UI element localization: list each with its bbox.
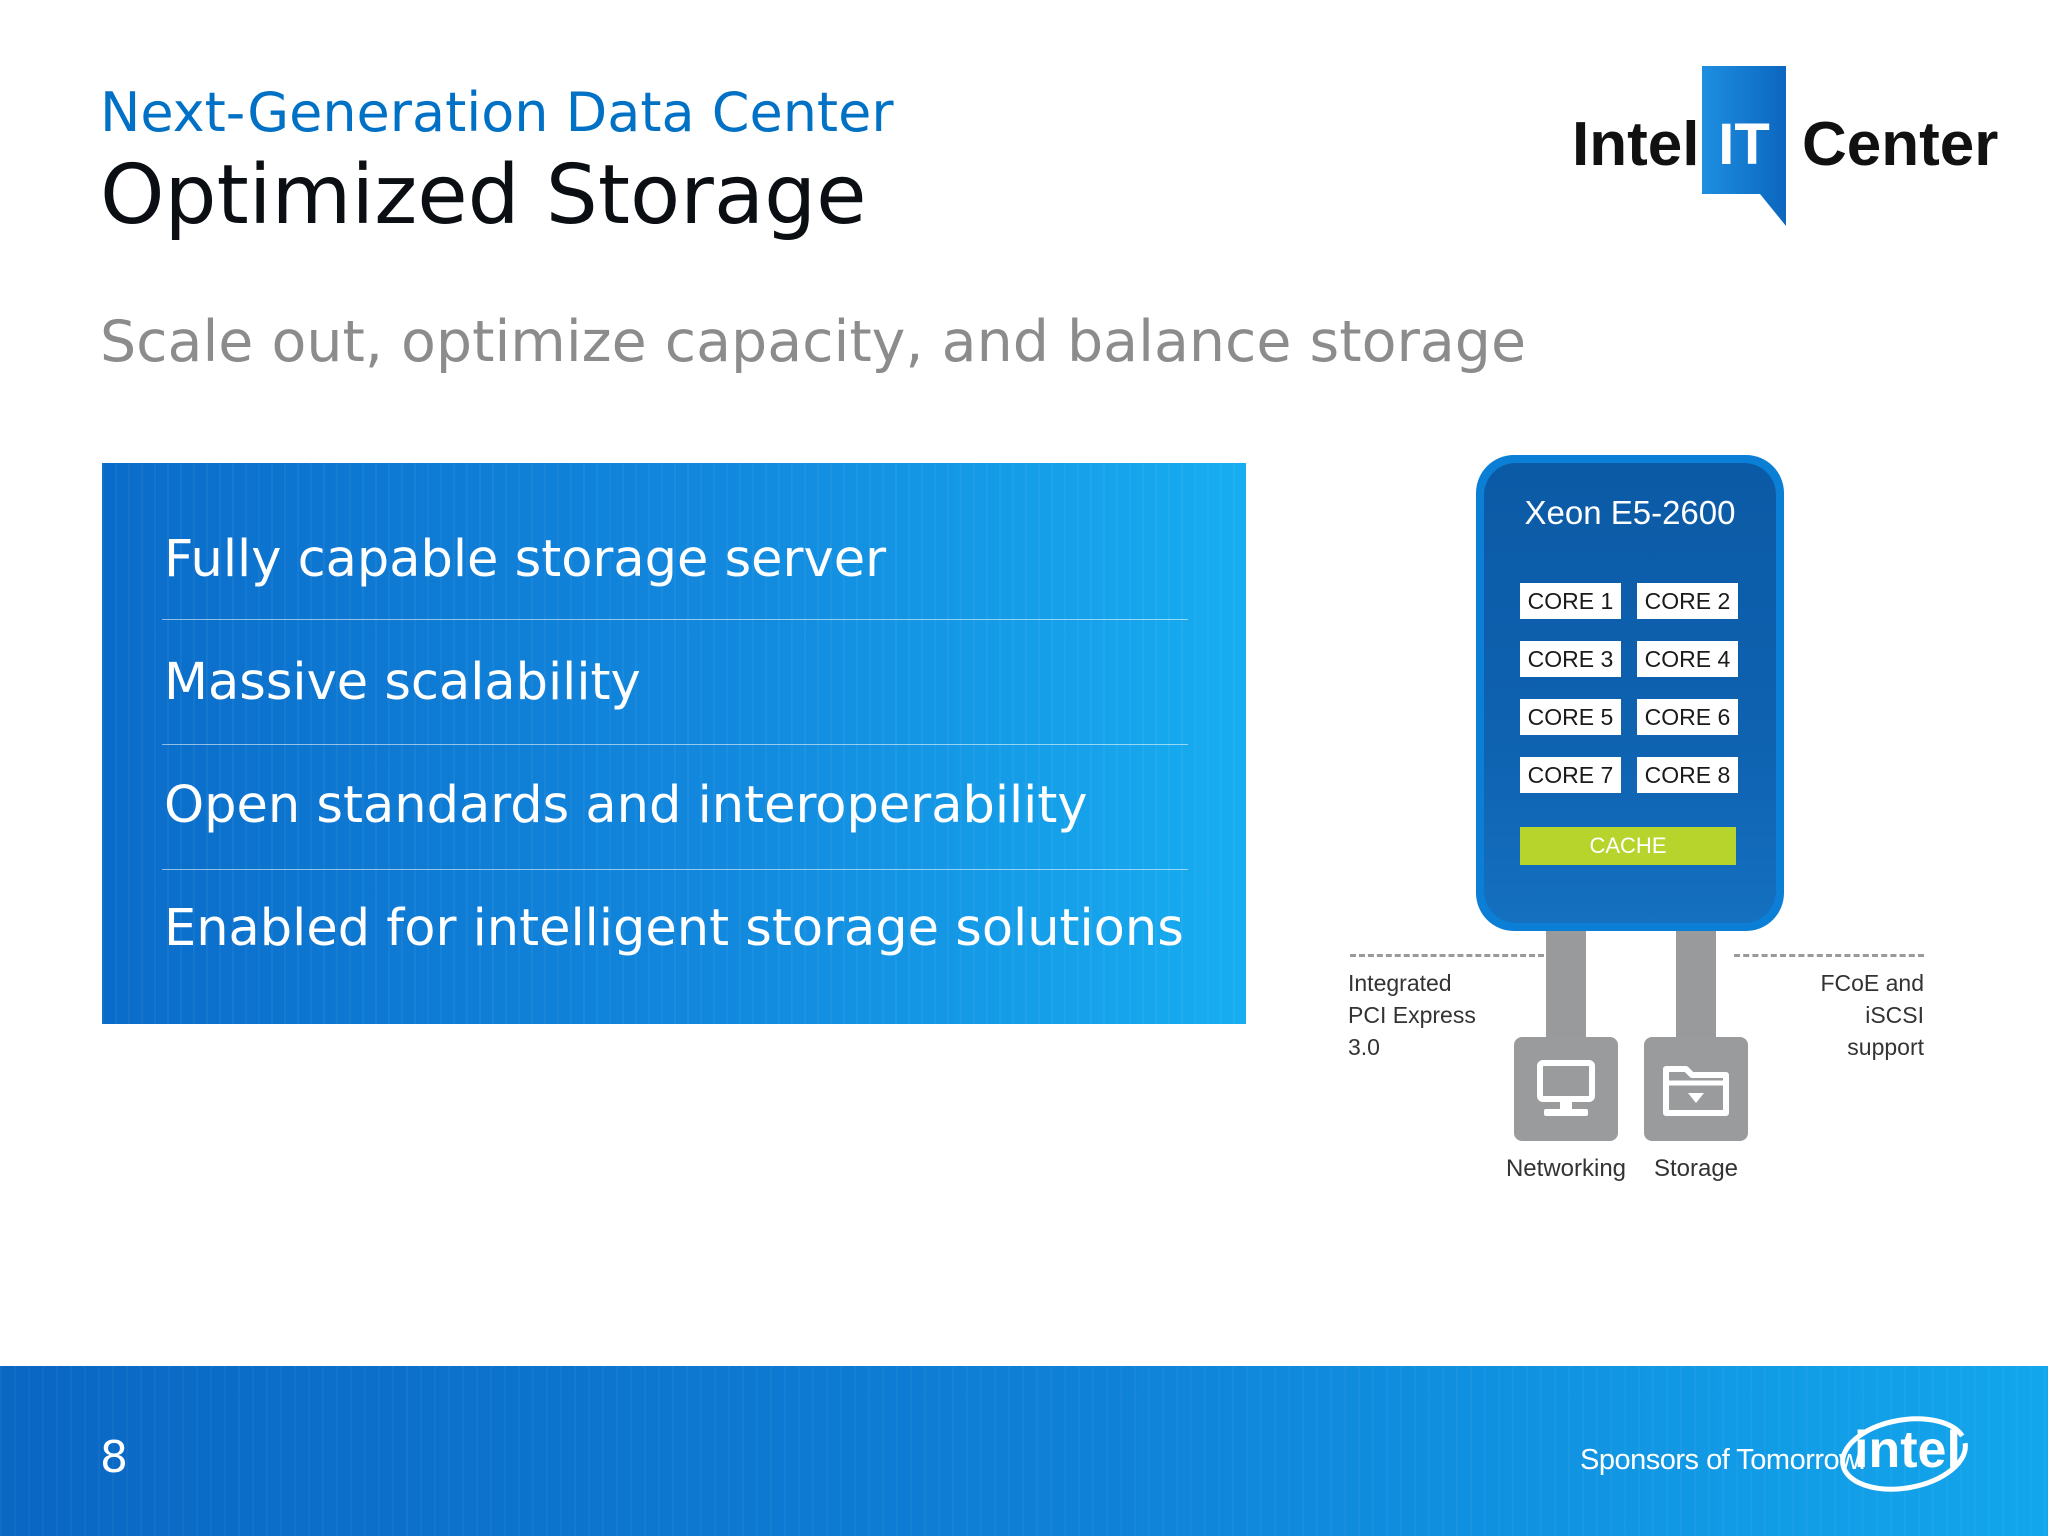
label-line: 3.0 — [1348, 1034, 1380, 1060]
feature-item: Fully capable storage server — [164, 530, 887, 589]
feature-divider — [162, 744, 1188, 745]
core-block: CORE 5 — [1520, 699, 1621, 735]
networking-box — [1514, 1037, 1618, 1141]
core-block: CORE 8 — [1637, 757, 1738, 793]
dashed-leader-right — [1734, 954, 1924, 957]
storage-box — [1644, 1037, 1748, 1141]
monitor-icon — [1537, 1060, 1595, 1116]
intel-it-center-logo: Intel IT Center — [1568, 66, 1998, 236]
core-block: CORE 6 — [1637, 699, 1738, 735]
networking-label: Networking — [1505, 1155, 1627, 1182]
logo-word-intel: Intel — [1572, 110, 1700, 179]
core-block: CORE 7 — [1520, 757, 1621, 793]
feature-item: Enabled for intelligent storage solution… — [164, 899, 1184, 958]
label-line: PCI Express — [1348, 1002, 1476, 1028]
feature-item: Open standards and interoperability — [164, 776, 1088, 835]
dashed-leader-left — [1350, 954, 1544, 957]
intel-logo: intel — [1836, 1410, 1972, 1496]
page-number: 8 — [100, 1432, 128, 1483]
feature-divider — [162, 869, 1188, 870]
core-block: CORE 1 — [1520, 583, 1621, 619]
cache-block: CACHE — [1520, 827, 1736, 865]
footer-bar: 8 Sponsors of Tomorrow. intel — [0, 1366, 2048, 1536]
fcoe-iscsi-label: FCoE and iSCSI support — [1804, 967, 1924, 1063]
logo-word-center: Center — [1802, 110, 1999, 179]
chip-title: Xeon E5-2600 — [1524, 494, 1736, 531]
core-block: CORE 3 — [1520, 641, 1621, 677]
storage-label: Storage — [1653, 1155, 1739, 1182]
xeon-diagram: Xeon E5-2600 CORE 1 CORE 2 CORE 3 CORE 4… — [1330, 455, 1970, 1195]
logo-tab-shape — [1702, 66, 1786, 226]
xeon-chip: Xeon E5-2600 CORE 1 CORE 2 CORE 3 CORE 4… — [1476, 455, 1784, 931]
core-block: CORE 2 — [1637, 583, 1738, 619]
slide-subtitle: Scale out, optimize capacity, and balanc… — [100, 309, 1527, 375]
feature-item: Massive scalability — [164, 653, 641, 712]
intel-swoosh-icon — [1840, 1416, 1968, 1492]
pci-express-label: Integrated PCI Express 3.0 — [1348, 967, 1476, 1063]
folder-icon — [1663, 1066, 1729, 1116]
label-line: FCoE and — [1820, 970, 1924, 996]
logo-tab-text: IT — [1718, 112, 1770, 177]
slide-kicker: Next-Generation Data Center — [100, 81, 894, 144]
feature-panel: Fully capable storage server Massive sca… — [102, 463, 1246, 1024]
label-line: iSCSI — [1865, 1002, 1924, 1028]
intel-wordmark: intel — [1854, 1421, 1961, 1479]
sponsor-tagline: Sponsors of Tomorrow. — [1580, 1444, 1866, 1476]
feature-divider — [162, 619, 1188, 620]
core-block: CORE 4 — [1637, 641, 1738, 677]
label-line: Integrated — [1348, 970, 1452, 996]
logo-tab: IT — [1702, 66, 1786, 226]
slide-title: Optimized Storage — [100, 148, 867, 243]
label-line: support — [1847, 1034, 1924, 1060]
